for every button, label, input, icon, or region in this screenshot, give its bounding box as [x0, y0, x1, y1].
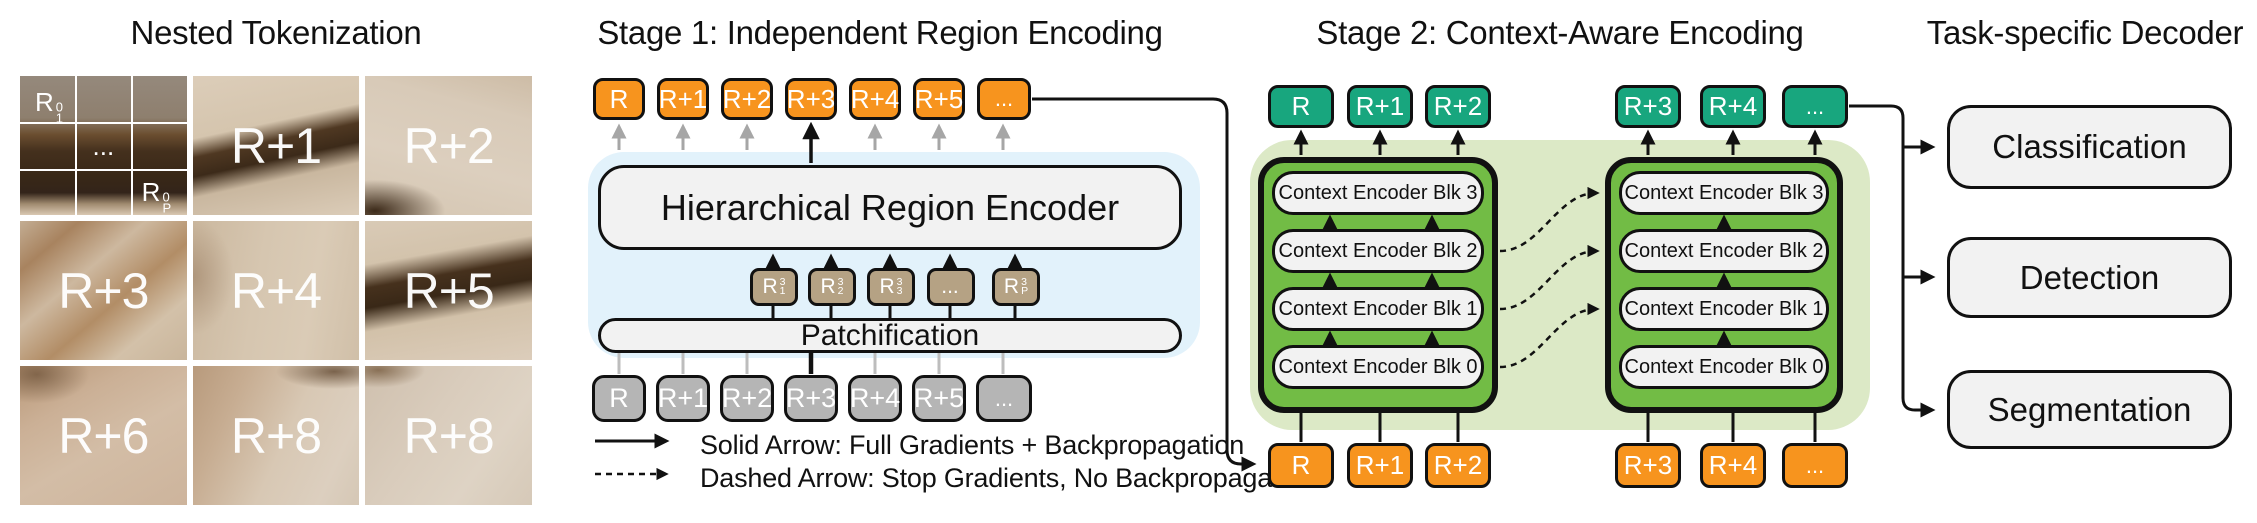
stage2-output-token-ellipsis: ...: [1782, 85, 1848, 128]
context-encoder-block: Context Encoder Blk 0: [1619, 345, 1829, 389]
stage2-input-token-ellipsis: ...: [1782, 443, 1848, 488]
stage1-input-token: R: [592, 375, 646, 422]
stage1-input-token: R+2: [720, 375, 774, 422]
stage1-input-token: R+4: [848, 375, 902, 422]
region-cell: R+3: [20, 221, 187, 360]
decoder-task-classification: Classification: [1947, 105, 2232, 189]
region-cell: R+2: [365, 76, 532, 215]
stage2-output-token: R+4: [1700, 85, 1766, 128]
stage2-output-token: R+3: [1615, 85, 1681, 128]
region-cell: R+8: [365, 366, 532, 505]
region-cell: R+5: [365, 221, 532, 360]
stage2-output-token: R+1: [1347, 85, 1413, 128]
patchification-bar: Patchification: [598, 318, 1182, 353]
stage2-output-token: R+2: [1425, 85, 1491, 128]
nested-tokenization-title: Nested Tokenization: [130, 14, 422, 51]
context-encoder-block: Context Encoder Blk 3: [1619, 171, 1829, 215]
stage1-title: Stage 1: Independent Region Encoding: [597, 14, 1163, 51]
decoder-task-segmentation: Segmentation: [1947, 370, 2232, 449]
stage1-output-token: R+3: [785, 78, 837, 120]
context-encoder-stack-right: Context Encoder Blk 3 Context Encoder Bl…: [1605, 157, 1843, 413]
stage1-output-token: R+2: [721, 78, 773, 120]
context-encoder-block: Context Encoder Blk 2: [1272, 229, 1484, 273]
stage1-output-token: R+1: [657, 78, 709, 120]
context-encoder-block: Context Encoder Blk 2: [1619, 229, 1829, 273]
stage1-output-token: R+4: [849, 78, 901, 120]
context-encoder-stack-left: Context Encoder Blk 3 Context Encoder Bl…: [1258, 157, 1498, 413]
stage1-output-token: R+5: [913, 78, 965, 120]
patch-token-ellipsis: ...: [92, 130, 115, 161]
region-cell: R+1: [192, 76, 360, 215]
legend-dashed-arrow-label: Dashed Arrow: Stop Gradients, No Backpro…: [700, 463, 1315, 493]
stage1-input-token-ellipsis: ...: [976, 375, 1032, 422]
context-encoder-block: Context Encoder Blk 1: [1619, 287, 1829, 331]
context-encoder-block: Context Encoder Blk 3: [1272, 171, 1484, 215]
legend-arrows: [595, 433, 670, 481]
stage1-input-token: R+5: [912, 375, 966, 422]
subgrid-line: [75, 76, 78, 215]
subgrid-line: [20, 168, 187, 171]
decoder-task-detection: Detection: [1947, 237, 2232, 318]
subgrid-line: [20, 122, 187, 125]
stage2-input-token: R+3: [1615, 443, 1681, 488]
stage2-output-token: R: [1268, 85, 1334, 128]
stage1-input-token: R+3: [784, 375, 838, 422]
context-encoder-block: Context Encoder Blk 0: [1272, 345, 1484, 389]
legend-solid-arrow-label: Solid Arrow: Full Gradients + Backpropag…: [700, 430, 1245, 460]
stage2-input-token: R+1: [1347, 443, 1413, 488]
region-cell: R+4: [192, 221, 360, 360]
hierarchical-region-encoder-box: Hierarchical Region Encoder: [598, 165, 1182, 250]
patch-token-ellipsis: ...: [927, 268, 975, 306]
stage1-input-token: R+1: [656, 375, 710, 422]
region-cell: R+8: [192, 366, 360, 505]
subgrid-line: [130, 76, 133, 215]
stage2-input-token: R+4: [1700, 443, 1766, 488]
decoder-title: Task-specific Decoder: [1926, 14, 2244, 51]
stage1-output-token: R: [593, 78, 645, 120]
region-cell: R+6: [20, 366, 187, 505]
stage2-input-token: R+2: [1425, 443, 1491, 488]
stage2-title: Stage 2: Context-Aware Encoding: [1316, 14, 1804, 51]
stage1-output-token-ellipsis: ...: [977, 78, 1031, 120]
context-encoder-block: Context Encoder Blk 1: [1272, 287, 1484, 331]
stage2-input-token: R: [1268, 443, 1334, 488]
